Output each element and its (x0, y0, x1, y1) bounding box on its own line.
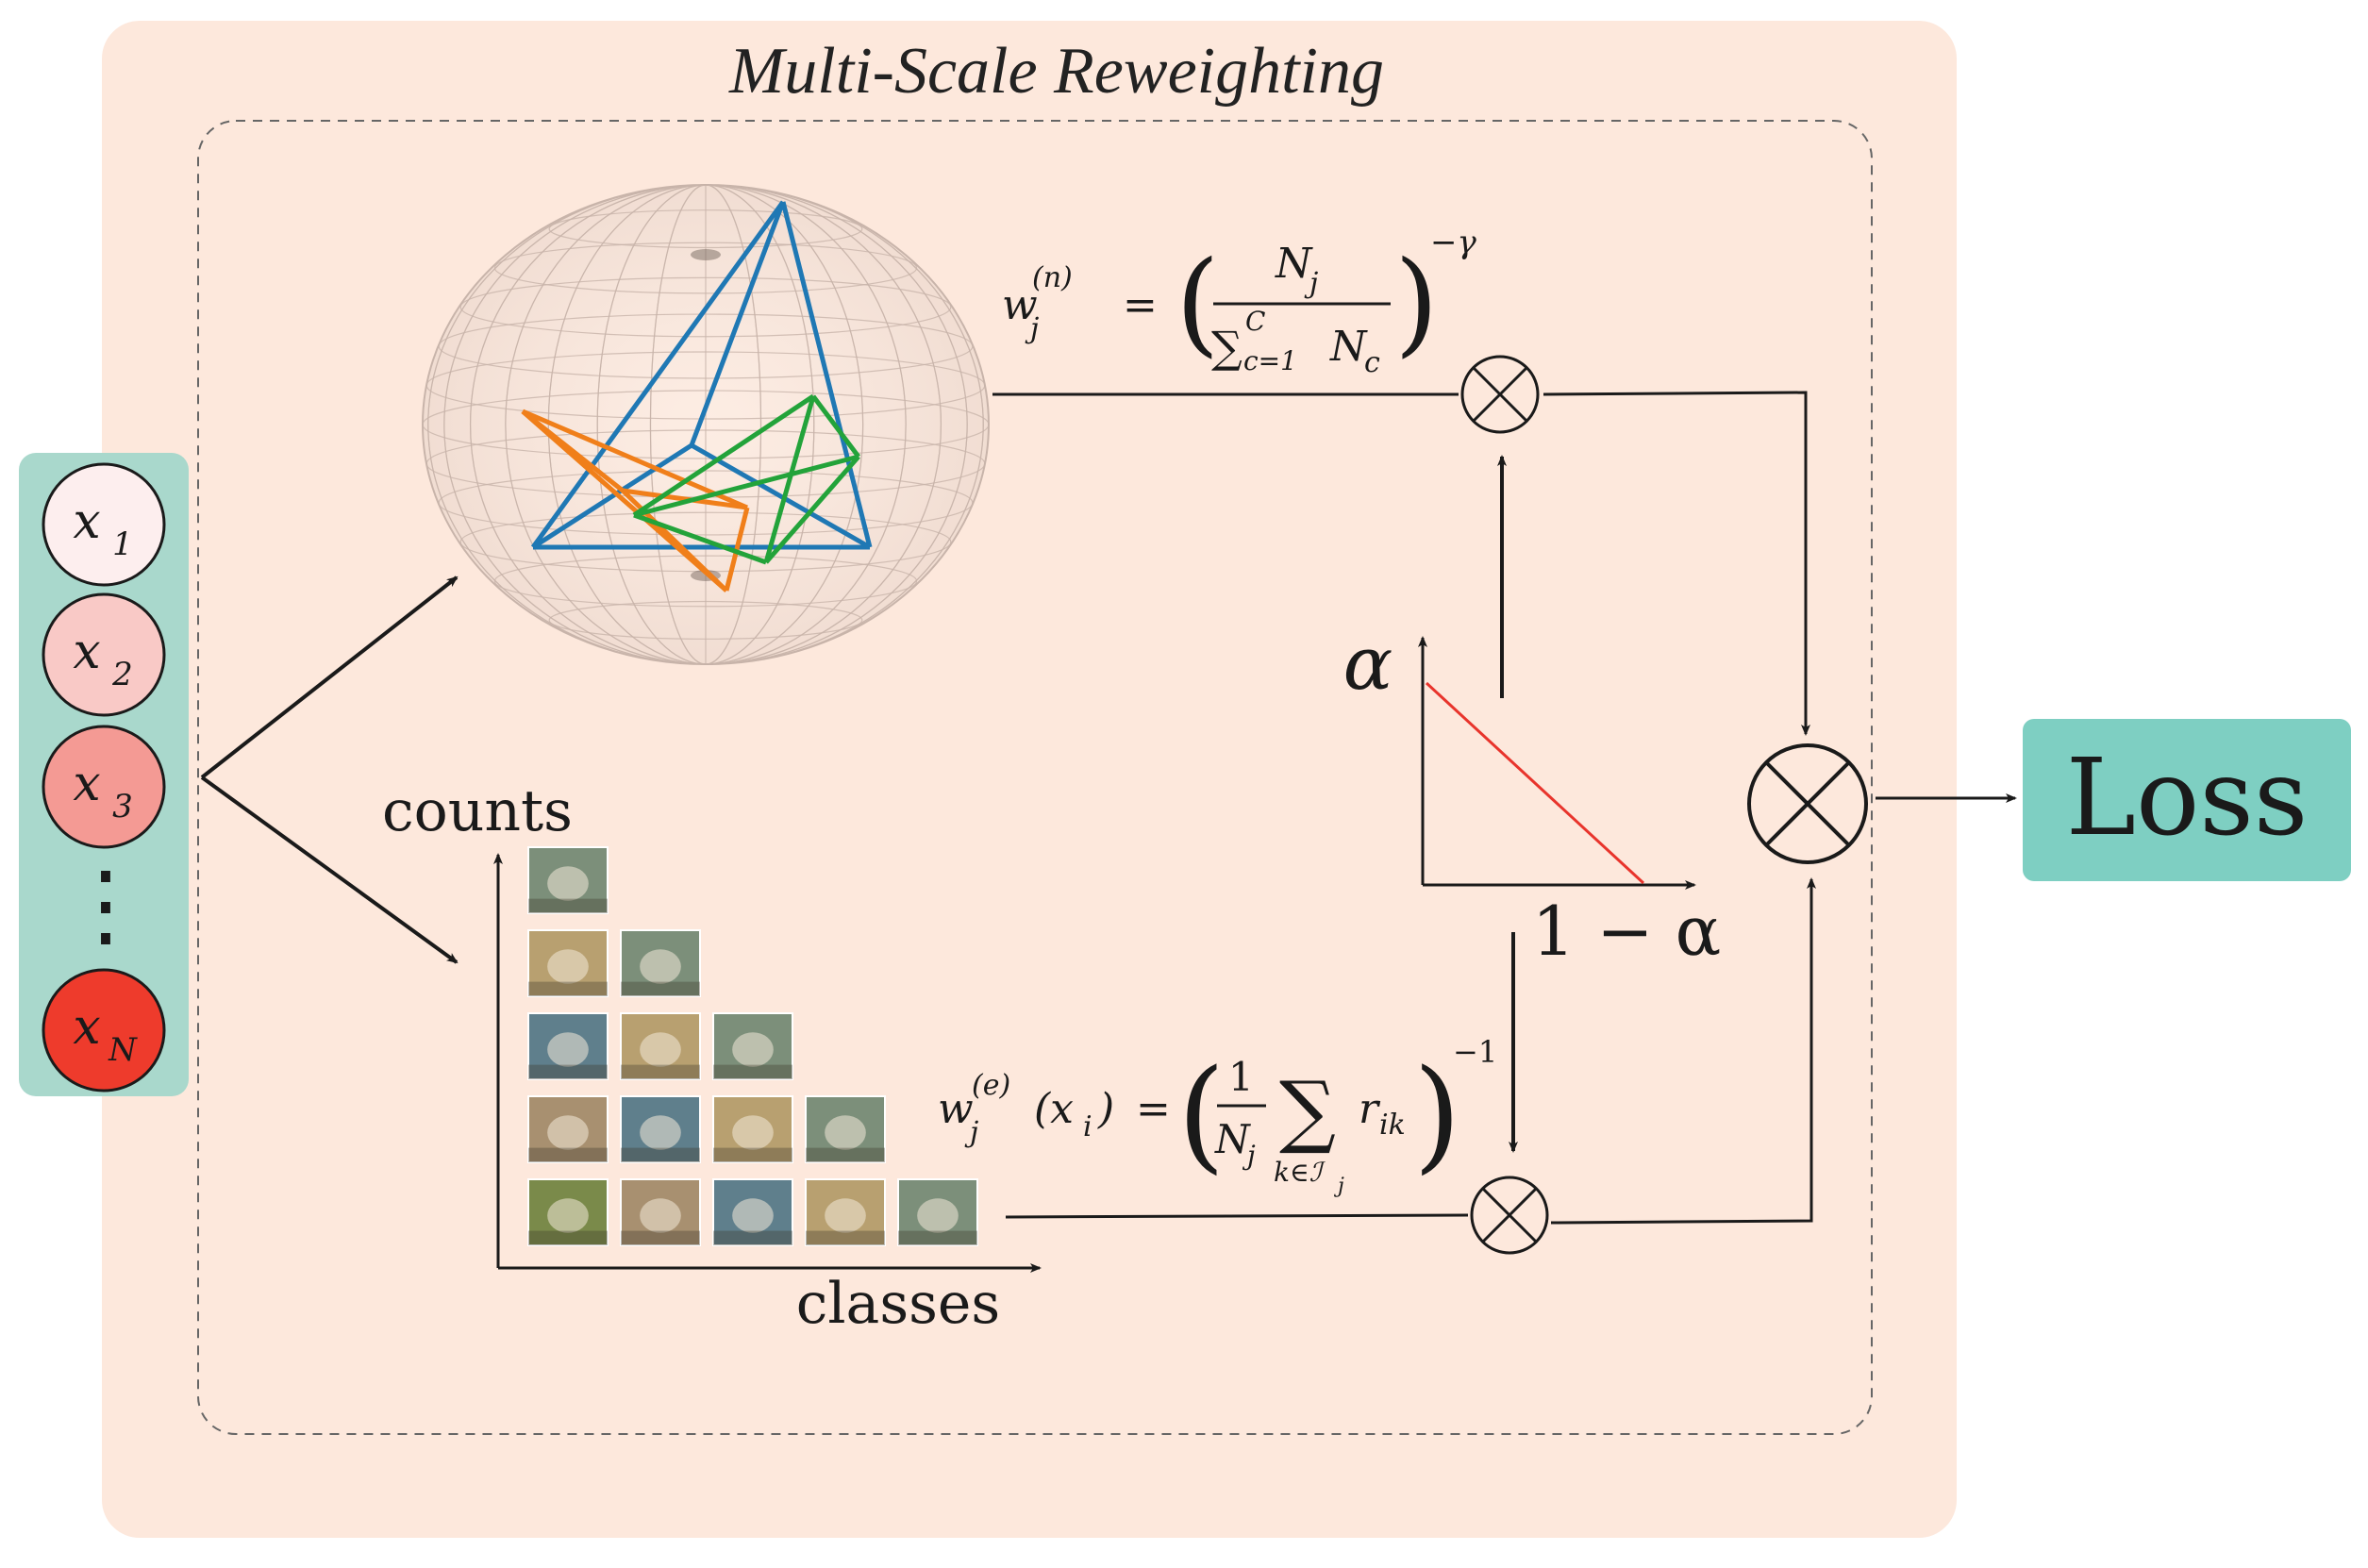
input-sample-circle (42, 968, 166, 1093)
sphere-latitude (422, 390, 990, 459)
class-thumbnail (527, 1178, 609, 1246)
class-thumbnail (620, 1095, 701, 1163)
class-thumbnail (805, 1178, 886, 1246)
formula-class-weight-n: w (n) j = ( N j ∑ C c=1 N c ) −γ (1002, 224, 1476, 379)
fe-arg-close: ) (1097, 1085, 1114, 1133)
fn-den-sub: c (1364, 346, 1380, 379)
fe-arg-sub: i (1083, 1110, 1092, 1143)
input-sample-label: x (73, 999, 100, 1056)
arrow-to-sphere (200, 575, 459, 779)
input-sample-label: x (73, 624, 100, 680)
reweighting-dashed-region (197, 120, 1873, 1435)
sphere-grid (422, 184, 990, 665)
input-sample-label: x (73, 493, 100, 550)
class-count-histogram: counts classes (382, 778, 1042, 1337)
fe-arg: (x (1034, 1085, 1074, 1133)
input-sample-circle (42, 592, 166, 717)
formula-class-weight-e: w (e) j (x i ) = ( 1 N j ∑ k∈ℐ j r ik ) … (938, 1034, 1497, 1198)
line-hist-to-mult-bottom (1005, 1213, 1469, 1219)
panel-title: Multi-Scale Reweighting (728, 35, 1384, 108)
arrow-to-histogram (200, 776, 459, 964)
fn-den-sigma-bottom: c=1 (1243, 345, 1297, 376)
class-thumbnail (527, 1095, 609, 1163)
reweighting-panel (102, 21, 1957, 1538)
fn-lhs-sup: (n) (1032, 261, 1073, 294)
tetra-blue (530, 200, 873, 550)
loss-box (2023, 719, 2351, 881)
fe-sum-under: k∈ℐ (1274, 1157, 1326, 1188)
alpha-tradeoff-plot: α 1 − α (1343, 622, 1722, 971)
input-sample-subscript: 3 (112, 788, 133, 826)
fn-rparen: ) (1394, 238, 1439, 369)
hist-ylabel: counts (382, 778, 573, 844)
fn-den-base: N (1329, 323, 1368, 371)
class-thumbnail (527, 929, 609, 997)
sphere-latitude (425, 351, 986, 420)
fn-den-sigma-top: C (1245, 306, 1265, 337)
class-thumbnail (805, 1095, 886, 1163)
tetra-orange (521, 409, 750, 592)
alpha-label: α (1343, 622, 1393, 707)
fn-num: N (1275, 240, 1313, 288)
fe-sum: ∑ (1279, 1064, 1336, 1157)
class-thumbnails (527, 846, 978, 1246)
fn-lhs-base: w (1002, 281, 1038, 329)
fn-den-sigma: ∑ (1211, 322, 1242, 373)
fn-lparen: ( (1176, 238, 1220, 369)
input-sample-subscript: 1 (112, 525, 133, 563)
fe-term-sub: ik (1379, 1109, 1406, 1142)
input-ellipsis: ⋮ (60, 852, 151, 958)
sphere-longitude (427, 184, 984, 665)
input-sample-circle (42, 462, 166, 587)
input-sample-circle (42, 725, 166, 849)
class-thumbnail (712, 1012, 793, 1080)
sphere-pole-top (691, 249, 721, 260)
multiply-node-top (1460, 355, 1540, 434)
one-minus-alpha-label: 1 − α (1532, 892, 1722, 971)
class-thumbnail (527, 846, 609, 914)
fe-term-base: r (1359, 1085, 1381, 1133)
hist-xlabel: classes (796, 1271, 1000, 1337)
multiply-node-final (1747, 743, 1868, 864)
class-thumbnail (620, 1012, 701, 1080)
alpha-line (1425, 681, 1645, 885)
sphere-latitude (438, 313, 974, 379)
fe-lhs-sup: (e) (972, 1069, 1010, 1102)
input-sample-label: x (73, 756, 100, 812)
fn-eq: = (1123, 281, 1158, 329)
class-thumbnail (620, 929, 701, 997)
hypersphere-embedding (422, 184, 990, 665)
multiply-node-bottom (1470, 1176, 1549, 1255)
sphere-latitude (438, 470, 974, 536)
fe-lhs-base: w (938, 1085, 974, 1133)
input-sample-subscript: N (108, 1031, 138, 1069)
fn-exponent: −γ (1430, 224, 1476, 261)
sphere-latitude (548, 600, 863, 640)
fe-exponent: −1 (1453, 1034, 1497, 1070)
fe-rparen: ) (1413, 1043, 1461, 1186)
class-thumbnail (712, 1178, 793, 1246)
sphere-latitude (548, 209, 863, 249)
fe-eq: = (1136, 1085, 1171, 1133)
tetra-green (632, 393, 860, 565)
svg-text:w: w (1002, 281, 1038, 329)
class-thumbnail (712, 1095, 793, 1163)
loss-label: Loss (2066, 737, 2309, 859)
class-thumbnail (897, 1178, 978, 1246)
input-sample-subscript: 2 (111, 656, 133, 693)
fe-frac-den-base: N (1214, 1116, 1251, 1162)
sphere-latitude (459, 276, 952, 338)
line-mult-bottom-to-final (1550, 877, 1816, 1225)
fe-lparen: ( (1177, 1043, 1226, 1186)
fe-frac-num: 1 (1228, 1054, 1254, 1100)
class-thumbnail (527, 1012, 609, 1080)
class-thumbnail (620, 1178, 701, 1246)
line-mult-top-to-final (1543, 391, 1810, 736)
